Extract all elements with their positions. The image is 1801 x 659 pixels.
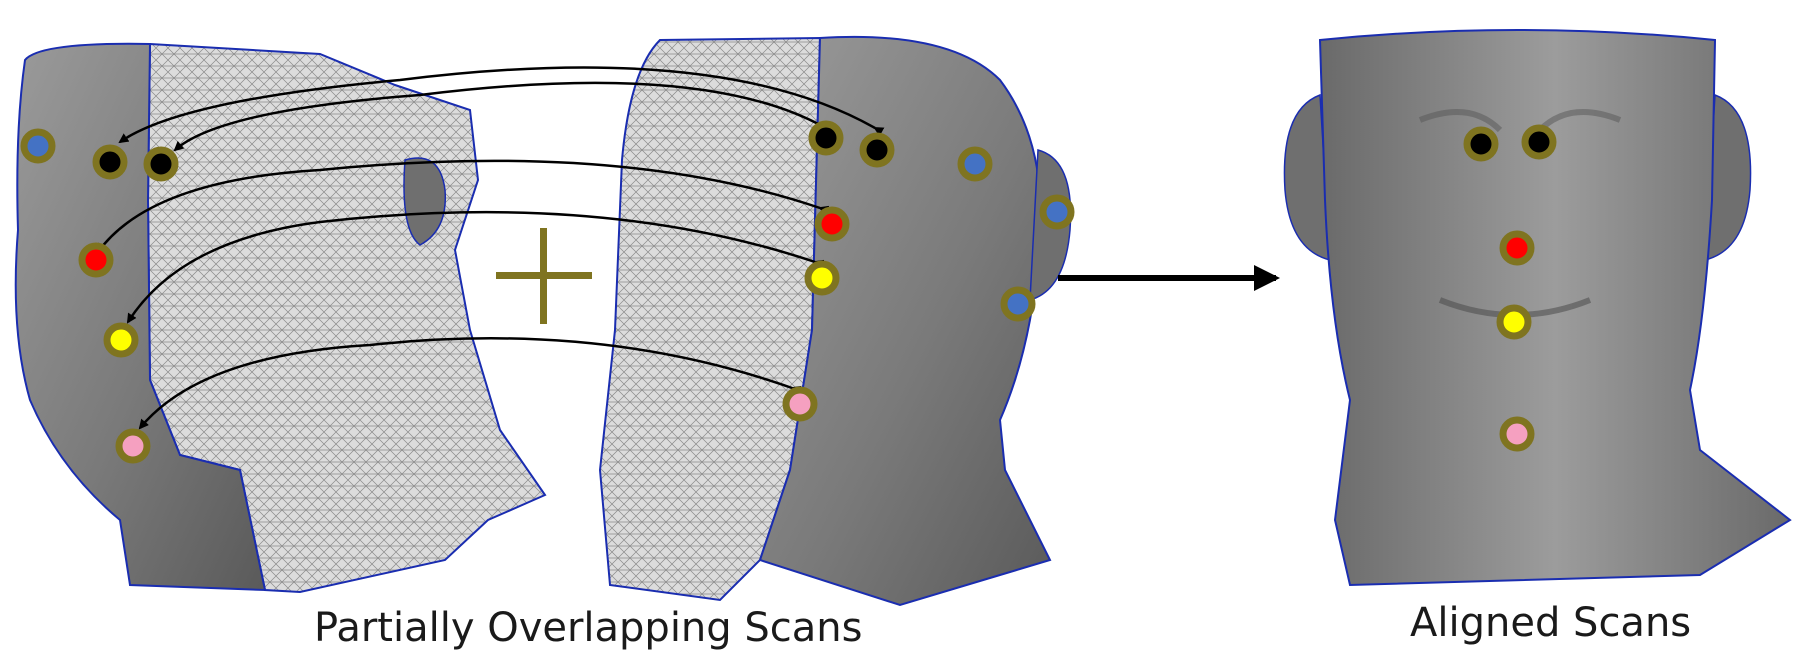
landmark-chin [1503, 420, 1531, 448]
caption-partially-overlapping-scans: Partially Overlapping Scans [314, 605, 862, 651]
landmark-ear [1004, 290, 1032, 318]
caption-aligned-scans: Aligned Scans [1410, 600, 1691, 646]
landmark-lip [808, 264, 836, 292]
landmark-lip [1500, 308, 1528, 336]
landmark-nose [1503, 234, 1531, 262]
landmark-nose [82, 246, 110, 274]
middle-scan [600, 37, 1071, 605]
landmark-lip [107, 326, 135, 354]
plus-sign-icon [496, 228, 592, 324]
landmark-ear [24, 132, 52, 160]
landmark-eye [863, 136, 891, 164]
left-scan [16, 44, 545, 592]
aligned-scan [1284, 30, 1790, 585]
landmark-eye [147, 150, 175, 178]
landmark-eye [1525, 128, 1553, 156]
landmark-eye [1467, 130, 1495, 158]
landmark-ear [961, 150, 989, 178]
landmark-ear [1043, 198, 1071, 226]
landmark-chin [119, 432, 147, 460]
landmark-nose [818, 210, 846, 238]
landmark-chin [786, 390, 814, 418]
landmark-eye [812, 124, 840, 152]
landmark-eye [96, 148, 124, 176]
